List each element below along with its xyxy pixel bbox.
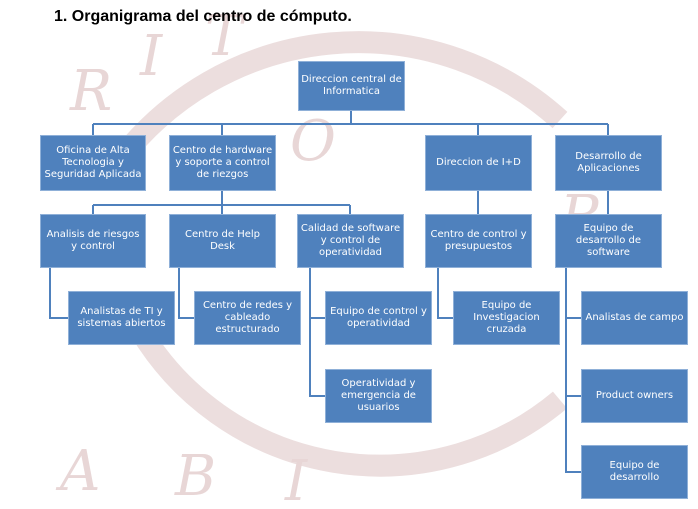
node-equipo-investigacion: Equipo de Investigacion cruzada: [453, 291, 560, 345]
node-centro-hardware: Centro de hardware y soporte a control d…: [169, 135, 276, 191]
node-direccion-central: Direccion central de Informatica: [298, 61, 405, 111]
page-title: 1. Organigrama del centro de cómputo.: [54, 8, 352, 25]
node-equipo-desarrollo: Equipo de desarrollo: [581, 445, 688, 499]
node-analistas-ti: Analistas de TI y sistemas abiertos: [68, 291, 175, 345]
node-desarrollo-aplicaciones: Desarrollo de Aplicaciones: [555, 135, 662, 191]
node-product-owners: Product owners: [581, 369, 688, 423]
node-equipo-desarrollo-software: Equipo de desarrollo de software: [555, 214, 662, 268]
node-operatividad-emergencia: Operatividad y emergencia de usuarios: [325, 369, 432, 423]
node-analistas-campo: Analistas de campo: [581, 291, 688, 345]
node-calidad-software: Calidad de software y control de operati…: [297, 214, 404, 268]
node-equipo-control-operatividad: Equipo de control y operatividad: [325, 291, 432, 345]
node-oficina-alta-tecnologia: Oficina de Alta Tecnologia y Seguridad A…: [40, 135, 146, 191]
node-direccion-id: Direccion de I+D: [425, 135, 532, 191]
node-analisis-riesgos: Analisis de riesgos y control: [40, 214, 146, 268]
node-help-desk: Centro de Help Desk: [169, 214, 276, 268]
node-centro-redes: Centro de redes y cableado estructurado: [194, 291, 301, 345]
node-centro-control-presupuestos: Centro de control y presupuestos: [425, 214, 532, 268]
